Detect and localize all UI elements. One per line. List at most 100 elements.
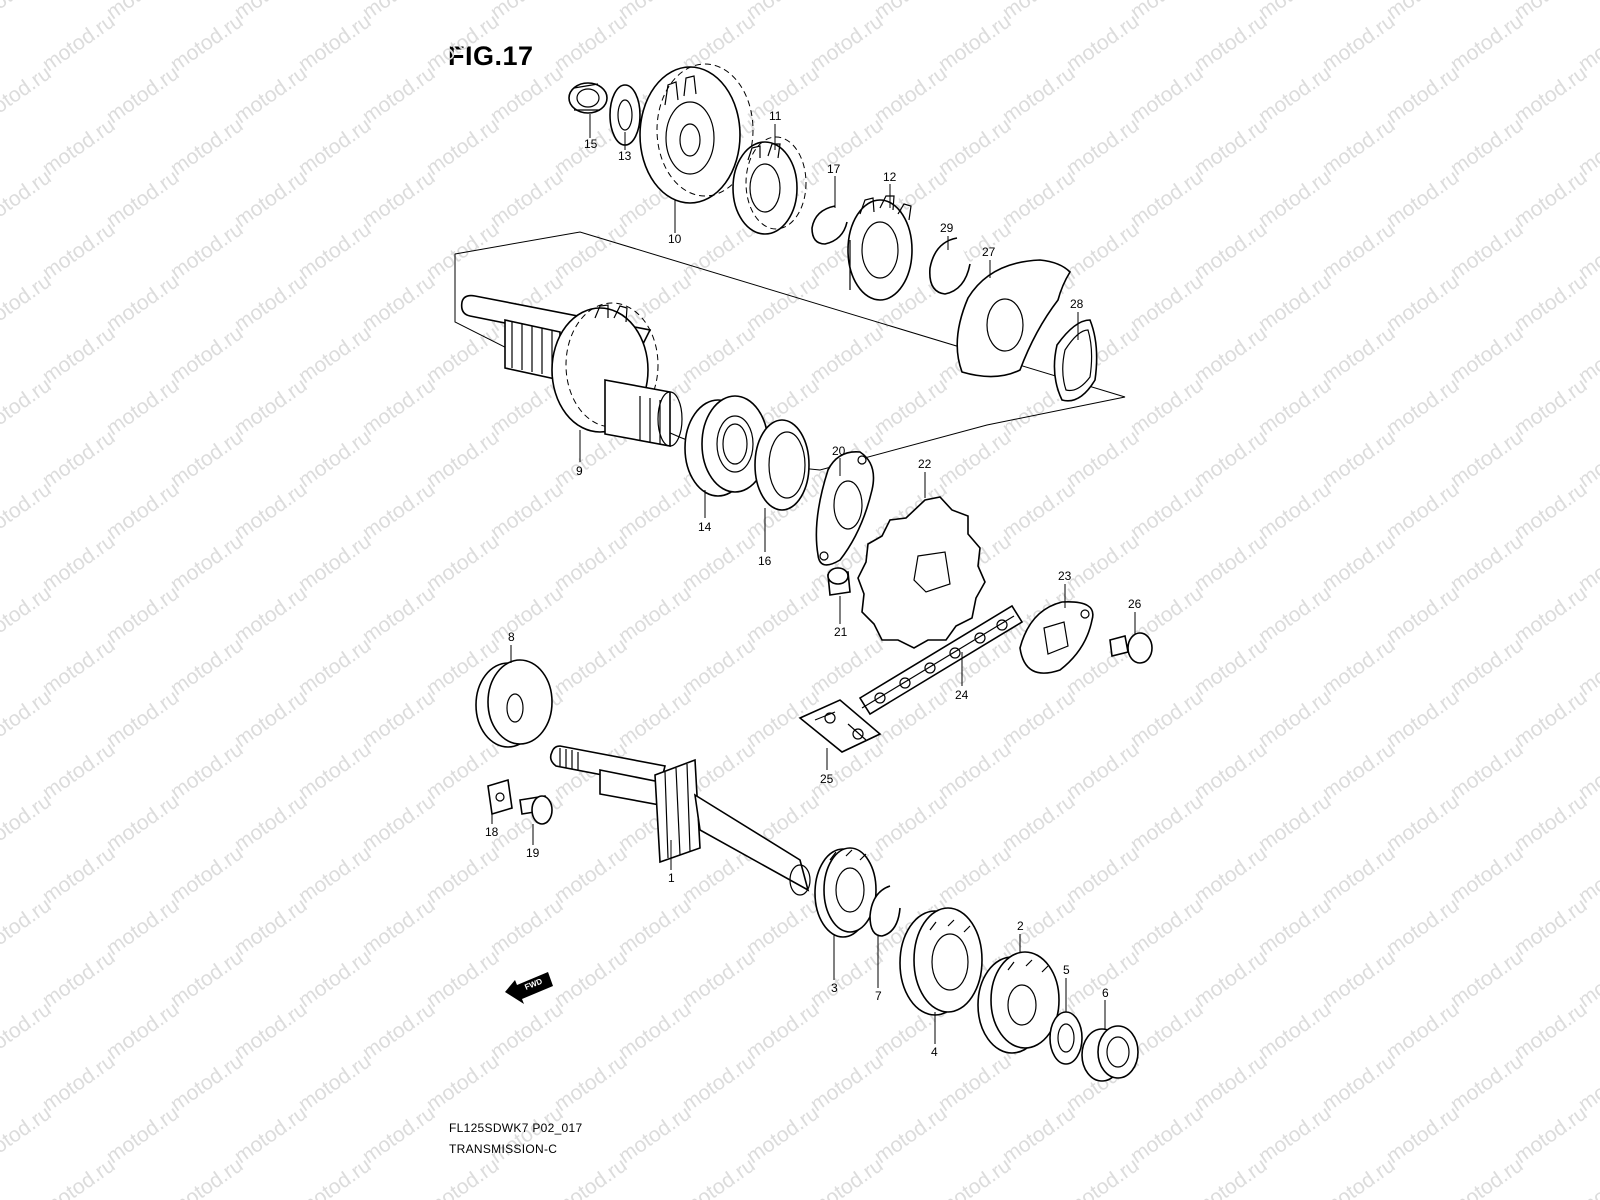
watermark-text: motod.ru: [1510, 998, 1591, 1064]
watermark-text: motod.ru: [1190, 218, 1271, 284]
watermark-text: motod.ru: [1062, 114, 1143, 180]
watermark-text: motod.ru: [1510, 374, 1591, 440]
watermark-text: motod.ru: [0, 998, 55, 1064]
watermark-text: motod.ru: [1190, 738, 1271, 804]
watermark-text: motod.ru: [678, 1154, 759, 1200]
callout-10: 10: [668, 232, 682, 246]
watermark-text: motod.ru: [294, 738, 375, 804]
watermark-text: motod.ru: [230, 686, 311, 752]
watermark-text: motod.ru: [230, 374, 311, 440]
watermark-text: motod.ru: [230, 478, 311, 544]
watermark-text: motod.ru: [870, 62, 951, 128]
watermark-text: motod.ru: [1190, 10, 1271, 76]
part-20-plate: [815, 451, 875, 566]
watermark-text: motod.ru: [1318, 530, 1399, 596]
watermark-text: motod.ru: [294, 1154, 375, 1200]
watermark-text: motod.ru: [998, 0, 1079, 24]
watermark-text: motod.ru: [614, 478, 695, 544]
watermark-text: motod.ru: [1190, 1050, 1271, 1116]
watermark-text: motod.ru: [294, 1050, 375, 1116]
watermark-text: motod.ru: [166, 738, 247, 804]
watermark-text: motod.ru: [614, 0, 695, 24]
watermark-text: motod.ru: [102, 894, 183, 960]
watermark-text: motod.ru: [1318, 738, 1399, 804]
watermark-text: motod.ru: [1510, 62, 1591, 128]
watermark-text: motod.ru: [870, 0, 951, 24]
callout-6: 6: [1102, 986, 1109, 1000]
watermark-text: motod.ru: [870, 790, 951, 856]
watermark-text: motod.ru: [1446, 218, 1527, 284]
watermark-text: motod.ru: [550, 10, 631, 76]
watermark-text: motod.ru: [38, 634, 119, 700]
watermark-text: motod.ru: [1318, 946, 1399, 1012]
watermark-text: motod.ru: [0, 270, 55, 336]
watermark-text: motod.ru: [294, 322, 375, 388]
watermark-text: motod.ru: [614, 894, 695, 960]
callout-7: 7: [875, 989, 882, 1003]
callout-14: 14: [698, 520, 712, 534]
watermark-text: motod.ru: [358, 790, 439, 856]
watermark-text: motod.ru: [806, 1154, 887, 1200]
part-10-gear: [639, 63, 754, 204]
watermark-text: motod.ru: [358, 582, 439, 648]
watermark-text: motod.ru: [358, 1102, 439, 1168]
callout-2: 2: [1017, 919, 1024, 933]
watermark-text: motod.ru: [1318, 218, 1399, 284]
callout-20: 20: [832, 444, 846, 458]
watermark-text: motod.ru: [422, 426, 503, 492]
watermark-text: motod.ru: [1254, 478, 1335, 544]
watermark-text: motod.ru: [38, 114, 119, 180]
figure-title: FIG.17: [448, 41, 534, 71]
watermark-text: motod.ru: [1318, 10, 1399, 76]
watermark-text: motod.ru: [102, 1102, 183, 1168]
watermark-text: motod.ru: [1126, 894, 1207, 960]
part-25-chain-joint: [798, 699, 882, 753]
watermark-text: motod.ru: [38, 426, 119, 492]
watermark-text: motod.ru: [550, 1050, 631, 1116]
watermark-text: motod.ru: [1510, 0, 1591, 24]
callout-8: 8: [508, 630, 515, 644]
watermark-text: motod.ru: [166, 530, 247, 596]
watermark-text: motod.ru: [1254, 374, 1335, 440]
watermark-text: motod.ru: [1446, 1050, 1527, 1116]
watermark-text: motod.ru: [934, 738, 1015, 804]
callout-27: 27: [982, 245, 996, 259]
watermark-text: motod.ru: [1126, 1102, 1207, 1168]
watermark-text: motod.ru: [678, 1050, 759, 1116]
watermark-text: motod.ru: [0, 374, 55, 440]
watermark-text: motod.ru: [358, 0, 439, 24]
watermark-text: motod.ru: [230, 894, 311, 960]
fwd-arrow-icon: FWD: [505, 972, 553, 1004]
watermark-text: motod.ru: [0, 790, 55, 856]
watermark-text: motod.ru: [742, 582, 823, 648]
part-26-bolt: [1109, 632, 1153, 664]
watermark-text: motod.ru: [230, 270, 311, 336]
watermark-text: motod.ru: [550, 1154, 631, 1200]
watermark-text: motod.ru: [102, 582, 183, 648]
watermark-text: motod.ru: [678, 322, 759, 388]
watermark-text: motod.ru: [998, 790, 1079, 856]
watermark-text: motod.ru: [1190, 842, 1271, 908]
watermark-text: motod.ru: [1190, 1154, 1271, 1200]
watermark-text: motod.ru: [486, 582, 567, 648]
watermark-text: motod.ru: [1062, 10, 1143, 76]
watermark-text: motod.ru: [38, 218, 119, 284]
watermark-text: motod.ru: [1382, 1102, 1463, 1168]
section-title: TRANSMISSION-C: [449, 1142, 558, 1156]
callout-11: 11: [769, 109, 782, 123]
callout-12: 12: [883, 170, 897, 184]
watermark-text: motod.ru: [166, 218, 247, 284]
watermark-text: motod.ru: [1382, 894, 1463, 960]
watermark-text: motod.ru: [230, 998, 311, 1064]
watermark-text: motod.ru: [102, 998, 183, 1064]
watermark-text: motod.ru: [1510, 478, 1591, 544]
part-8-oil-seal: [475, 659, 553, 748]
watermark-text: motod.ru: [870, 1102, 951, 1168]
watermark-text: motod.ru: [422, 530, 503, 596]
watermark-text: motod.ru: [0, 582, 55, 648]
watermark-text: motod.ru: [102, 166, 183, 232]
watermark-text: motod.ru: [1446, 738, 1527, 804]
watermark-text: motod.ru: [486, 166, 567, 232]
watermark-text: motod.ru: [742, 894, 823, 960]
